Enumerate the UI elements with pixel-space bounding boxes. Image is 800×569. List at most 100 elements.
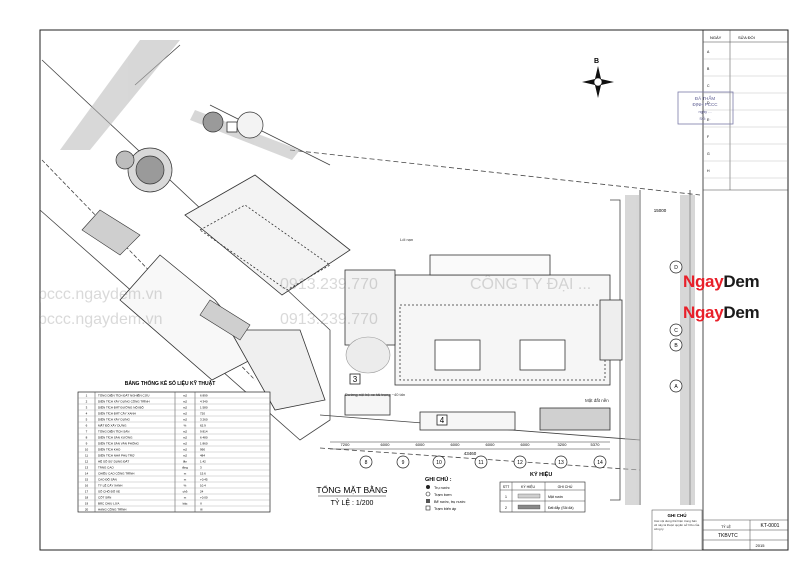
spec-row-value: +0.00 — [200, 496, 208, 500]
dimension-line — [330, 441, 610, 450]
spec-row-unit: % — [184, 424, 187, 428]
spec-row-value: 6 480 — [200, 436, 208, 440]
spec-row-index: 7 — [86, 430, 88, 434]
stamp-line-2: ĐỊNH PCCC — [692, 102, 718, 107]
axis-x-12: 12 — [517, 460, 523, 466]
water-feature — [345, 336, 391, 374]
spec-row-index: 8 — [86, 436, 88, 440]
spec-row-value: 10.4 — [200, 484, 206, 488]
spec-row-unit: m2 — [183, 442, 187, 446]
spec-row-value: 24 — [200, 490, 204, 494]
spec-row-index: 2 — [86, 400, 88, 404]
dimension-total: 43460 — [464, 451, 477, 456]
spec-row-index: 3 — [86, 406, 88, 410]
revision-header-change: SỬA ĐỔI — [738, 35, 755, 40]
spec-row-index: 4 — [86, 412, 88, 416]
revision-header-date: NGÀY — [710, 35, 722, 40]
spec-row-unit: lần — [183, 460, 187, 464]
north-label: B — [594, 58, 599, 65]
legend-note-2: Trạm bơm — [434, 493, 452, 497]
dimension-span-6: 6000 — [521, 442, 531, 447]
legend-row-2-no: 2 — [505, 506, 507, 510]
drawing-title: TỔNG MẶT BẰNG — [316, 484, 387, 495]
spec-row-index: 17 — [85, 490, 89, 494]
watermark-website-1: pccc.ngaydem.vn — [38, 286, 163, 303]
spec-table-title: BẢNG THỐNG KÊ SỐ LIỆU KỸ THUẬT — [125, 379, 216, 387]
spec-row-unit: m2 — [183, 430, 187, 434]
spec-row-index: 20 — [85, 508, 89, 512]
spec-row-label: HẠNG CÔNG TRÌNH — [98, 507, 126, 512]
plan-label-left: Lối nạn — [400, 237, 413, 242]
spec-row-index: 18 — [85, 496, 89, 500]
note-symbol-1 — [426, 485, 430, 489]
brand-logo-1: NgayDem — [683, 272, 760, 292]
stamp-line-3: ngày ... — [698, 109, 711, 114]
spec-row-value: +0.45 — [200, 478, 208, 482]
revision-row-label: D — [707, 101, 710, 105]
revision-row-label: E — [707, 118, 710, 122]
legend-swatch-1 — [517, 493, 541, 499]
brand-logo-2: NgayDem — [683, 303, 760, 323]
spec-row-label: DIỆN TÍCH NHÀ PHỤ TRỢ — [98, 453, 135, 458]
axis-x-14: 14 — [597, 460, 603, 466]
legend-row-1-text: Mặt nước — [548, 495, 563, 499]
spec-row-label: TẦNG CAO — [98, 466, 114, 470]
spec-row-value: 720 — [200, 412, 205, 416]
spec-row-index: 5 — [86, 418, 88, 422]
spec-row-unit: m2 — [183, 436, 187, 440]
dimension-span-5: 6000 — [486, 442, 496, 447]
spec-row-value: 1.42 — [200, 460, 206, 464]
legend-symbol-table — [499, 481, 586, 513]
spec-row-value: 15.6 — [200, 472, 206, 476]
plan-label-tank: Đường nội bộ xe tải trọng ~40 tấn — [345, 392, 405, 397]
spec-row-index: 10 — [85, 448, 89, 452]
note-symbol-4 — [425, 505, 431, 511]
plan-label-right-road: Mặt đất nền — [585, 398, 609, 403]
dimension-span-2: 6000 — [381, 442, 391, 447]
spec-row-label: TỶ LỆ CÂY XANH — [98, 483, 122, 488]
axis-x-11: 11 — [478, 460, 483, 466]
title-block-frame — [702, 29, 789, 551]
spec-row-value: 484 — [200, 454, 205, 458]
revision-row-label: B — [707, 67, 710, 71]
spec-row-unit: m2 — [183, 406, 187, 410]
drawing-scale: TỶ LỆ : 1/200 — [331, 498, 374, 507]
revision-row-label: C — [707, 84, 710, 88]
revision-row-label: F — [707, 135, 709, 139]
legend-notes-title: GHI CHÚ : — [425, 476, 452, 483]
watermark-phone-1: 0913.239.770 — [280, 276, 378, 293]
legend-symbols-title: KÝ HIỆU — [530, 470, 552, 478]
dimension-span-7: 3200 — [558, 442, 568, 447]
spec-row-label: CAO ĐỘ SÀN — [98, 477, 117, 482]
building-left — [119, 174, 351, 411]
spec-row-value: 3 — [200, 466, 202, 470]
dimension-span-8: 5370 — [591, 442, 601, 447]
axis-x-8: 8 — [365, 460, 368, 466]
spec-row-index: 6 — [86, 424, 88, 428]
spec-row-label: DIỆN TÍCH SÀN VĂN PHÒNG — [98, 441, 139, 446]
title-block-bottom — [651, 509, 788, 551]
axis-x-10: 10 — [436, 460, 442, 466]
spec-row-value: II — [200, 502, 202, 506]
brand-part-1: Ngay — [683, 303, 724, 322]
spec-row-label: DIỆN TÍCH XÂY DỰNG CÔNG TRÌNH — [98, 399, 150, 404]
dimension-span-1: 7200 — [341, 442, 351, 447]
watermark-company: CÔNG TY ĐẠI ... — [470, 276, 592, 293]
spec-row-label: DIỆN TÍCH KHO — [98, 447, 121, 452]
spec-row-index: 19 — [85, 502, 89, 506]
revision-row-label: A — [707, 50, 710, 54]
watermark-website-2: pccc.ngaydem.vn — [38, 311, 163, 328]
axis-y-b: B — [674, 343, 678, 349]
spec-row-unit: tầng — [182, 466, 188, 470]
legend-note-1: Trụ nước — [434, 486, 450, 490]
spec-row-unit: m — [184, 478, 187, 482]
spec-row-value: 3 260 — [200, 418, 208, 422]
legend-note-3: Bể nước, trụ nước — [434, 500, 465, 504]
legend-header-note: GHI CHÚ — [558, 485, 573, 489]
watermark-phone-2: 0913.239.770 — [280, 311, 378, 328]
spec-row-label: DIỆN TÍCH ĐẤT CÂY XANH — [98, 411, 136, 416]
hatched-strip — [81, 209, 251, 341]
